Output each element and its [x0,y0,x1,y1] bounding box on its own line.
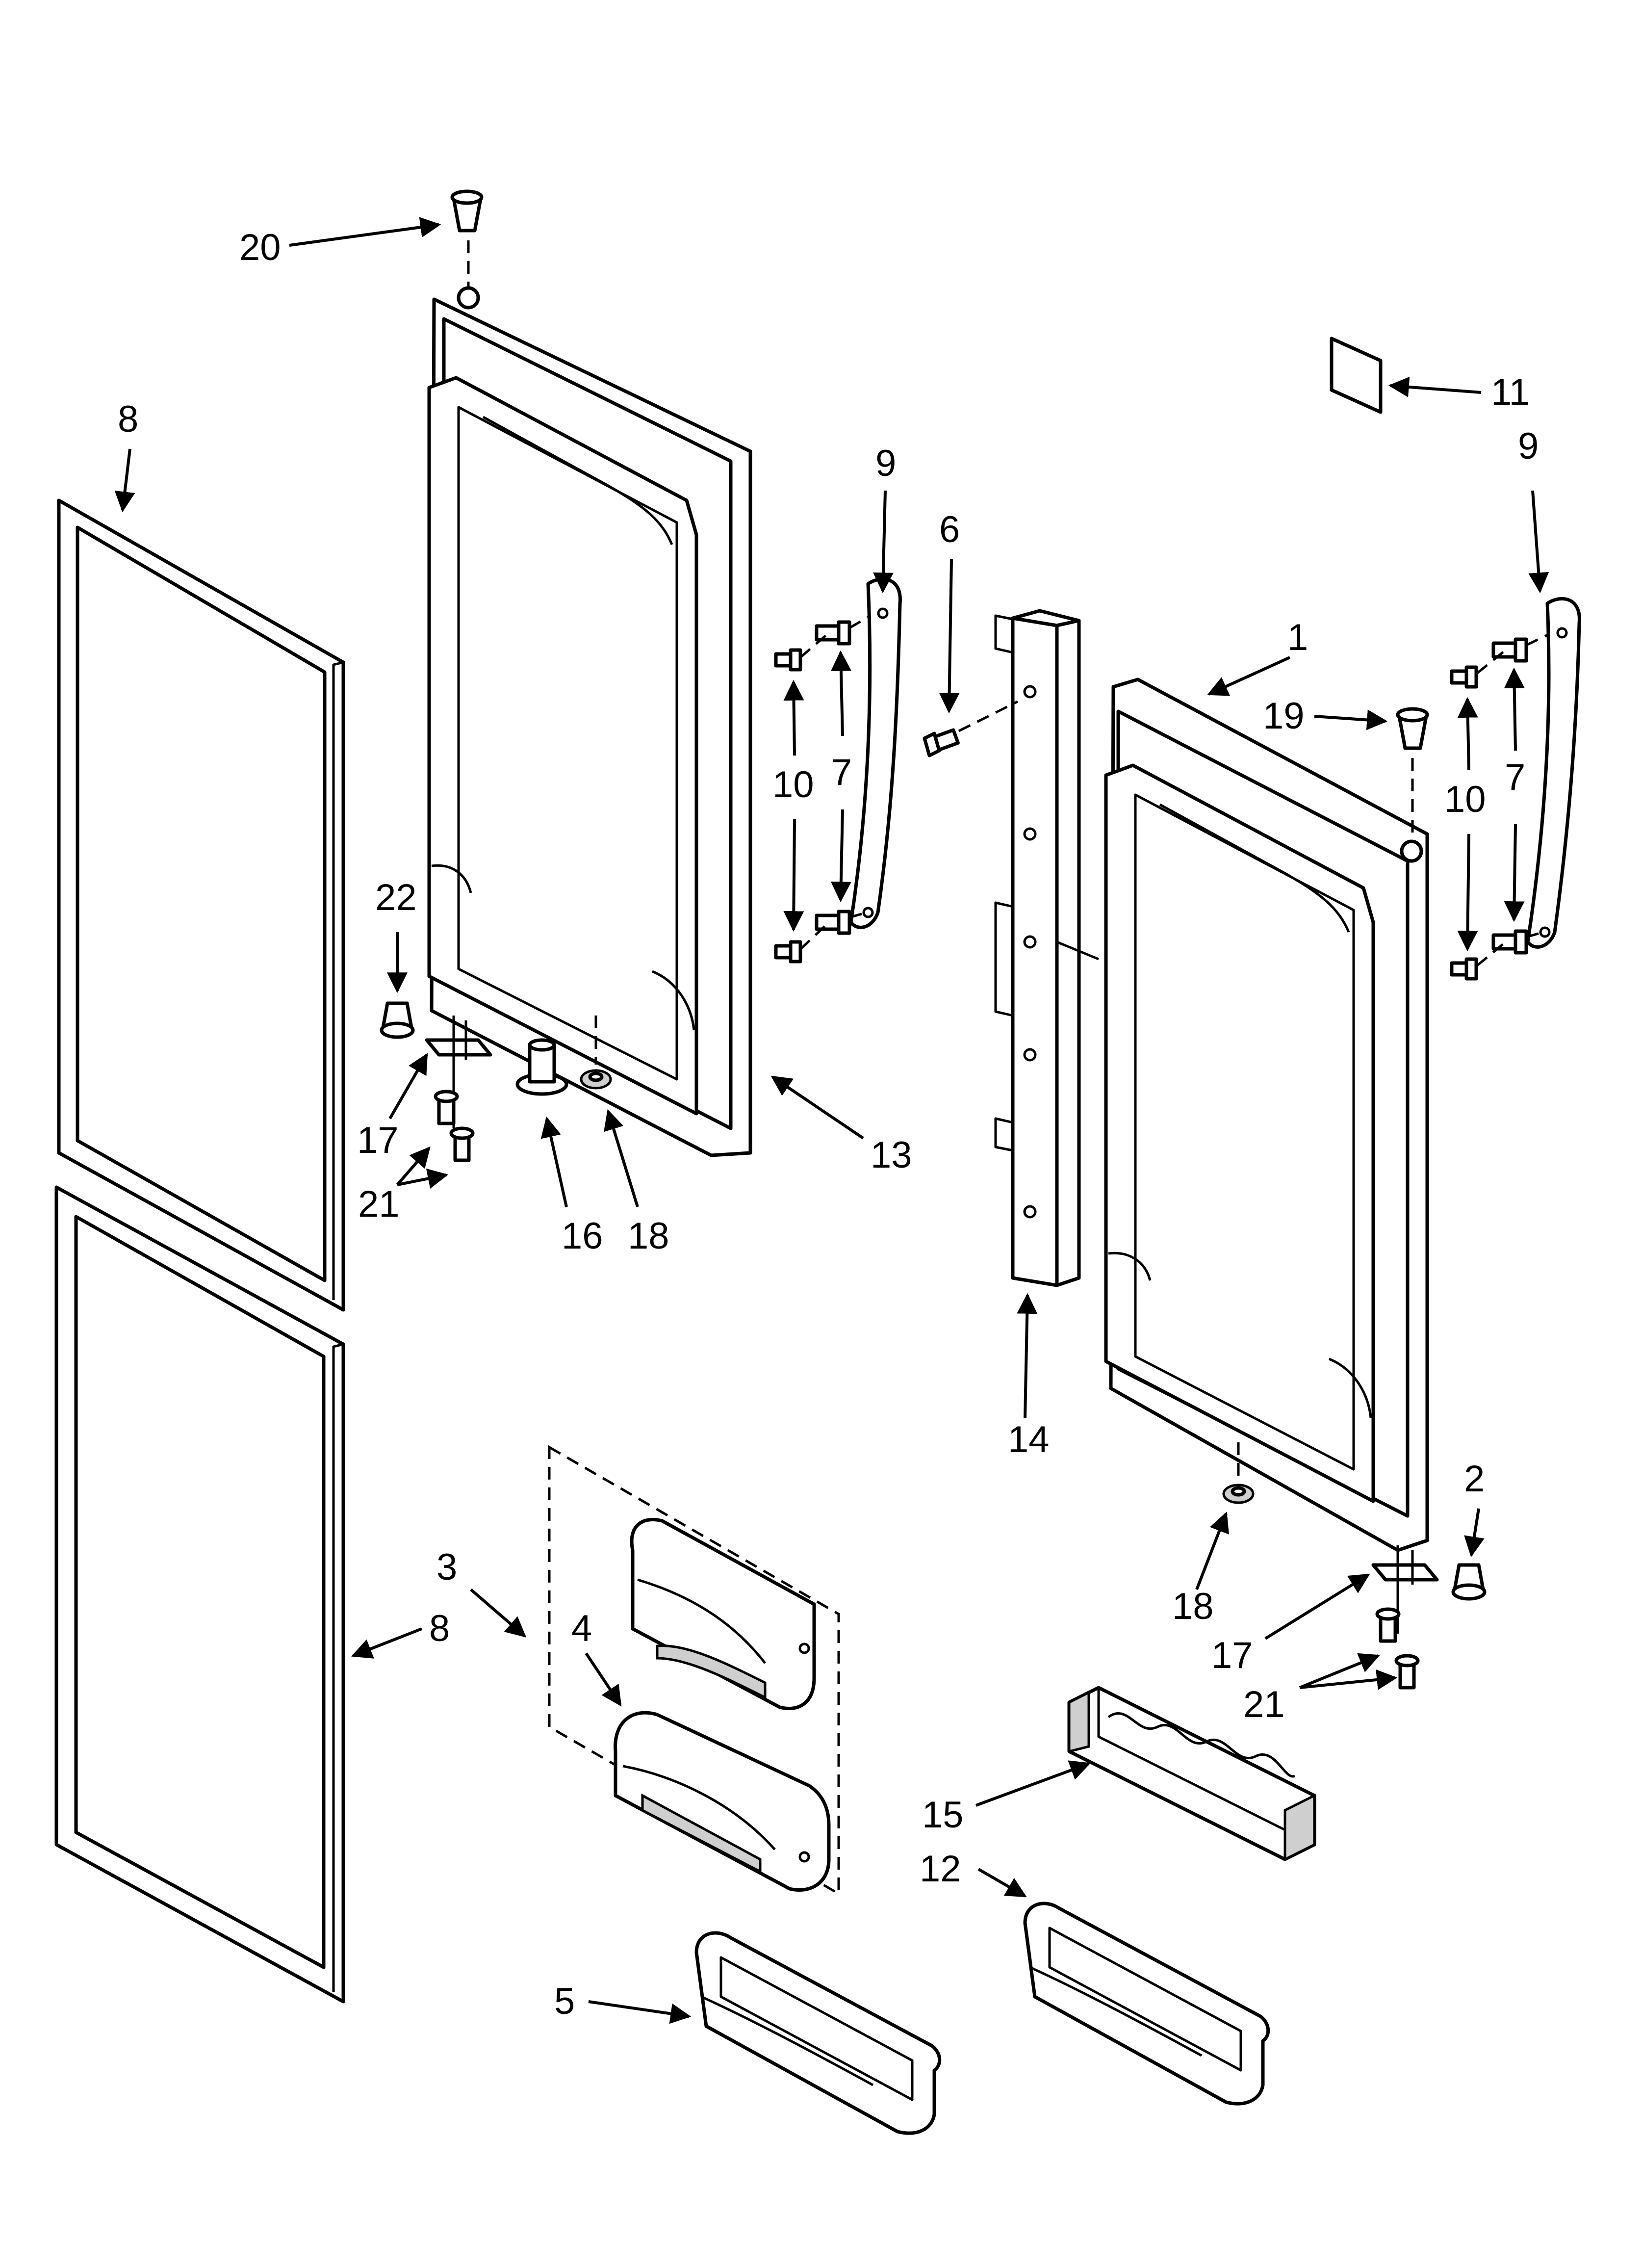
label-10-right: 10 [1444,779,1486,820]
label-18-left: 18 [628,1215,669,1257]
label-part-11 [1330,337,1383,414]
door-cam-part-16 [515,1038,568,1096]
label-17-left: 17 [357,1120,399,1161]
door-bin-part-12 [1023,1902,1270,2106]
label-21-right: 21 [1243,1684,1285,1725]
dairy-bin-part-4 [614,1711,831,1892]
right-handle-screws [1450,632,1551,981]
label-8-upper: 8 [118,398,138,440]
label-12: 12 [920,1848,961,1890]
label-10-left: 10 [772,764,814,806]
label-8-lower: 8 [429,1608,450,1649]
lower-door-gasket [54,1185,345,2004]
label-4: 4 [571,1608,592,1649]
left-handle-screws [774,614,872,964]
left-door-handle [849,577,902,929]
label-6: 6 [939,509,960,550]
hinge-parts-left [380,1001,492,1162]
label-15: 15 [922,1794,964,1836]
label-20: 20 [239,227,281,268]
label-7-left: 7 [831,752,852,793]
left-door-assembly [427,286,752,1157]
dairy-bin-group-part-3 [548,1445,840,1896]
door-bin-part-5 [694,1931,942,2135]
label-9-left: 9 [875,443,896,484]
label-5: 5 [554,1981,575,2022]
label-16: 16 [562,1215,603,1257]
label-1: 1 [1287,617,1308,658]
label-14: 14 [1008,1419,1050,1460]
label-2: 2 [1464,1458,1485,1500]
center-mullion-part-14 [994,609,1099,1287]
label-13: 13 [871,1134,912,1176]
part-number-labels: 20 8 9 6 10 7 11 9 1 19 10 7 22 17 21 16… [118,227,1539,2022]
upper-door-gasket [57,498,345,1312]
hinge-parts-right [1371,1545,1487,1690]
label-19: 19 [1263,695,1305,737]
label-18-right: 18 [1172,1586,1214,1627]
right-door-assembly [1104,678,1429,1552]
plug-part-20 [450,189,484,289]
leader-lines [114,217,1549,2024]
plug-part-19 [1396,707,1429,841]
label-17-right: 17 [1211,1635,1253,1676]
dairy-door-part-4-cover [630,1518,816,1710]
label-3: 3 [436,1546,457,1588]
washer-part-18-left [580,1016,612,1090]
label-9-right: 9 [1518,425,1539,467]
screw-part-6 [923,700,1019,757]
egg-tray-part-15 [1067,1686,1316,1862]
label-11: 11 [1491,371,1530,413]
right-door-handle [1526,597,1581,949]
label-22: 22 [375,877,417,918]
label-7-right: 7 [1505,756,1525,798]
label-21-left: 21 [358,1183,400,1225]
washer-part-18-right [1222,1442,1255,1504]
